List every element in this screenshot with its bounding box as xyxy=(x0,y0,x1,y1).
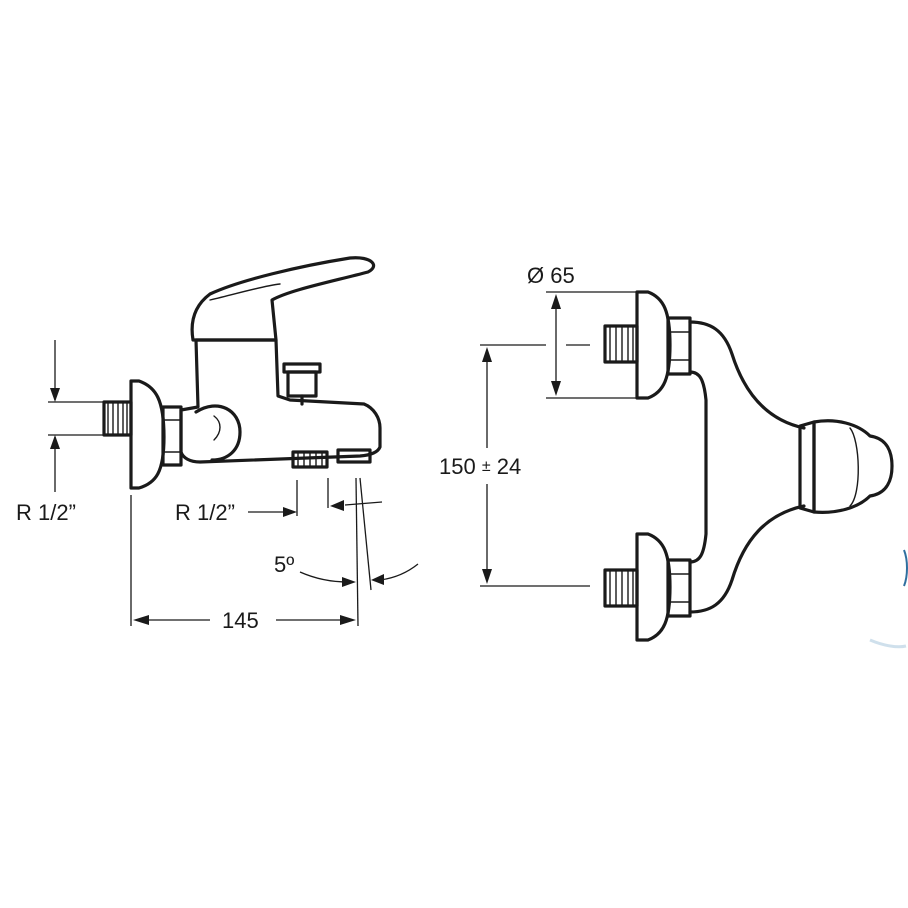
spout-nose xyxy=(812,419,894,514)
upper-thread xyxy=(603,324,639,364)
lower-nut xyxy=(666,558,692,618)
outlet-thread-label: R 1/2” xyxy=(175,500,235,525)
outlet-thread-dimension xyxy=(248,478,383,517)
diameter-dimension xyxy=(546,291,637,399)
aerator xyxy=(336,448,372,464)
lever-handle xyxy=(190,256,375,342)
depth-label: 145 xyxy=(222,608,259,633)
outlet-thread xyxy=(291,450,329,469)
mixer-body xyxy=(179,338,382,464)
lower-rosette xyxy=(635,532,672,642)
body-ring xyxy=(798,420,816,514)
connecting-nut xyxy=(161,405,183,467)
valve-cap xyxy=(194,404,242,462)
upper-nut xyxy=(666,316,692,376)
inlet-thread xyxy=(102,400,133,437)
side-view: R 1/2” R 1/2” 5º 145 xyxy=(16,256,419,633)
diameter-label: Ø 65 xyxy=(527,263,575,288)
body-arms xyxy=(688,320,806,614)
inlet-thread-dimension xyxy=(48,340,104,492)
upper-rosette xyxy=(635,290,672,400)
tolerance-symbol: ± xyxy=(482,458,491,475)
angle-label: 5º xyxy=(274,552,294,577)
wall-rosette xyxy=(129,379,166,490)
centers-dimension xyxy=(480,344,590,587)
edge-accent-lower xyxy=(869,638,907,649)
diverter-knob xyxy=(282,362,322,406)
angle-dimension xyxy=(299,477,419,627)
inlet-thread-label: R 1/2” xyxy=(16,500,76,525)
centers-label: 150 ± 24 xyxy=(439,451,521,479)
centers-value: 150 xyxy=(439,454,476,479)
lower-thread xyxy=(603,568,639,608)
depth-dimension xyxy=(130,495,356,626)
front-view: Ø 65 150 ± 24 xyxy=(439,263,894,642)
edge-accent xyxy=(903,549,908,587)
tolerance-value: 24 xyxy=(497,454,521,479)
